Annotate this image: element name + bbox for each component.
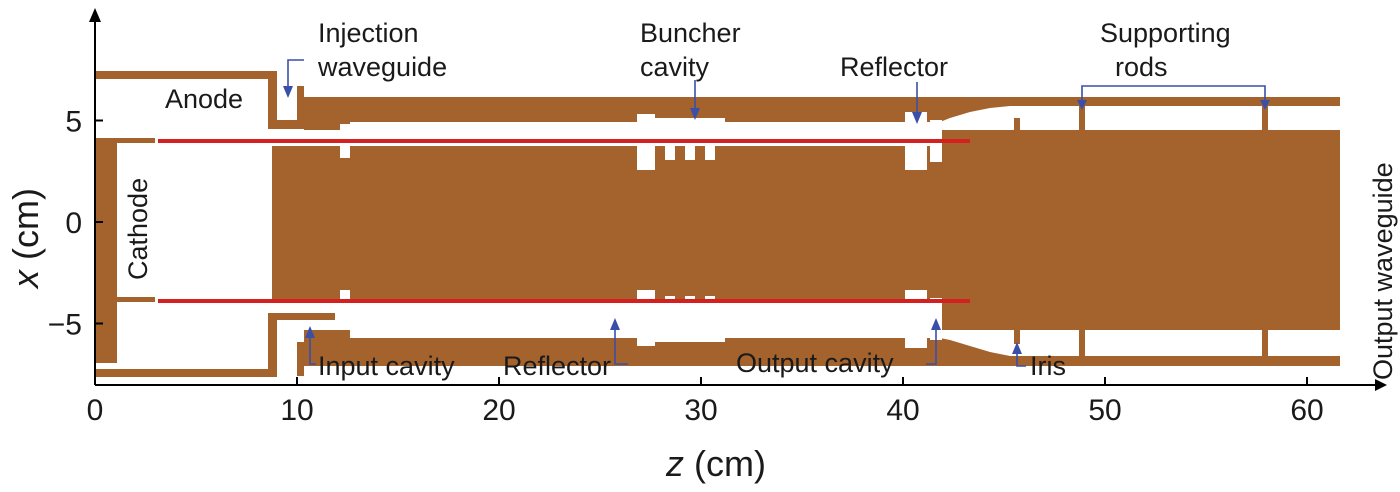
annotation-arrows <box>283 59 1270 367</box>
arrowhead-reflector-bottom <box>610 318 620 330</box>
inner-conductor <box>272 146 940 299</box>
arrow-iris <box>1016 352 1026 367</box>
arrowhead-rod-2 <box>1260 100 1270 110</box>
label-supporting-line1: Supporting <box>1100 18 1231 48</box>
beam-channel-top <box>155 131 940 146</box>
anode-bottom-step <box>268 311 335 320</box>
x-tick-label: 0 <box>65 207 82 240</box>
outer-conductor-bottom <box>297 330 1340 376</box>
arrowhead-injection <box>283 86 293 98</box>
buncher-gap-1-bottom <box>637 290 655 346</box>
label-reflector-top: Reflector <box>840 52 948 82</box>
arrow-output-cavity <box>926 328 937 365</box>
z-axis-arrow <box>1375 379 1387 391</box>
arrowhead-reflector-top <box>912 112 922 124</box>
x-ticks: 5 0 −5 <box>48 106 103 342</box>
label-supporting-line2: rods <box>1115 52 1168 82</box>
buncher-gap-4-bottom <box>705 296 715 336</box>
bracket-supporting-rods <box>1081 85 1266 100</box>
anode-bottom-lip <box>268 311 277 377</box>
label-output-cavity: Output cavity <box>736 348 894 378</box>
electron-beam-top <box>158 139 970 143</box>
z-ticks: 0 10 20 30 40 50 60 <box>87 377 1324 427</box>
output-section-body <box>940 130 1340 330</box>
supporting-rod-bottom-1 <box>1079 330 1085 356</box>
x-tick-label: 5 <box>65 106 82 139</box>
cathode-stem-top <box>117 138 155 143</box>
z-tick-label: 0 <box>87 394 104 427</box>
supporting-rod-bottom-2 <box>1262 330 1268 356</box>
label-cathode: Cathode <box>123 178 153 280</box>
z-tick-label: 50 <box>1088 394 1121 427</box>
inner-conductor-end <box>900 146 960 299</box>
arrow-reflector-bottom <box>614 328 628 365</box>
x-axis-title: x (cm) <box>5 188 46 290</box>
anode-top-plate <box>95 71 277 79</box>
anode-bottom-plate <box>95 369 277 377</box>
supporting-rod-top-2 <box>1262 106 1268 132</box>
iris-top <box>1014 118 1020 132</box>
label-injection-line1: Injection <box>318 18 419 48</box>
anode-top-lip <box>268 71 277 129</box>
z-axis-title: z (cm) <box>665 443 766 484</box>
reflector-gap-bottom <box>905 290 927 348</box>
label-reflector-bottom: Reflector <box>503 351 611 381</box>
z-tick-label: 10 <box>280 394 313 427</box>
outer-conductor-top <box>297 86 1340 130</box>
arrow-injection <box>287 59 304 88</box>
arrowhead-output-cavity <box>931 318 941 330</box>
label-anode: Anode <box>165 84 243 114</box>
cathode-stem-bottom <box>117 297 155 302</box>
device-geometry <box>95 71 1340 377</box>
label-buncher-line2: cavity <box>640 52 710 82</box>
label-buncher-line1: Buncher <box>640 18 741 48</box>
arrowhead-rod-1 <box>1077 100 1087 110</box>
z-tick-label: 40 <box>886 394 919 427</box>
supporting-rod-top-1 <box>1079 106 1085 132</box>
arrowhead-iris <box>1012 342 1022 354</box>
cathode-wall <box>95 138 117 363</box>
z-tick-label: 60 <box>1290 394 1323 427</box>
anode-top-step <box>268 120 335 129</box>
iris-bottom <box>1014 330 1020 344</box>
x-axis-arrow <box>89 8 101 22</box>
buncher-gap-2-bottom <box>665 296 675 336</box>
label-input-cavity: Input cavity <box>318 351 455 381</box>
arrowhead-input-cavity <box>305 326 315 338</box>
electron-beam-bottom <box>158 299 970 303</box>
label-iris: Iris <box>1030 351 1066 381</box>
arrowhead-buncher <box>690 108 700 120</box>
z-tick-label: 30 <box>684 394 717 427</box>
labels: Injection waveguide Buncher cavity Refle… <box>123 18 1398 381</box>
arrow-input-cavity <box>309 336 316 365</box>
label-output-waveguide: Output waveguide <box>1368 162 1398 380</box>
x-tick-label: −5 <box>48 309 82 342</box>
z-tick-label: 20 <box>482 394 515 427</box>
buncher-gap-3-bottom <box>685 296 695 336</box>
label-injection-line2: waveguide <box>317 52 447 82</box>
